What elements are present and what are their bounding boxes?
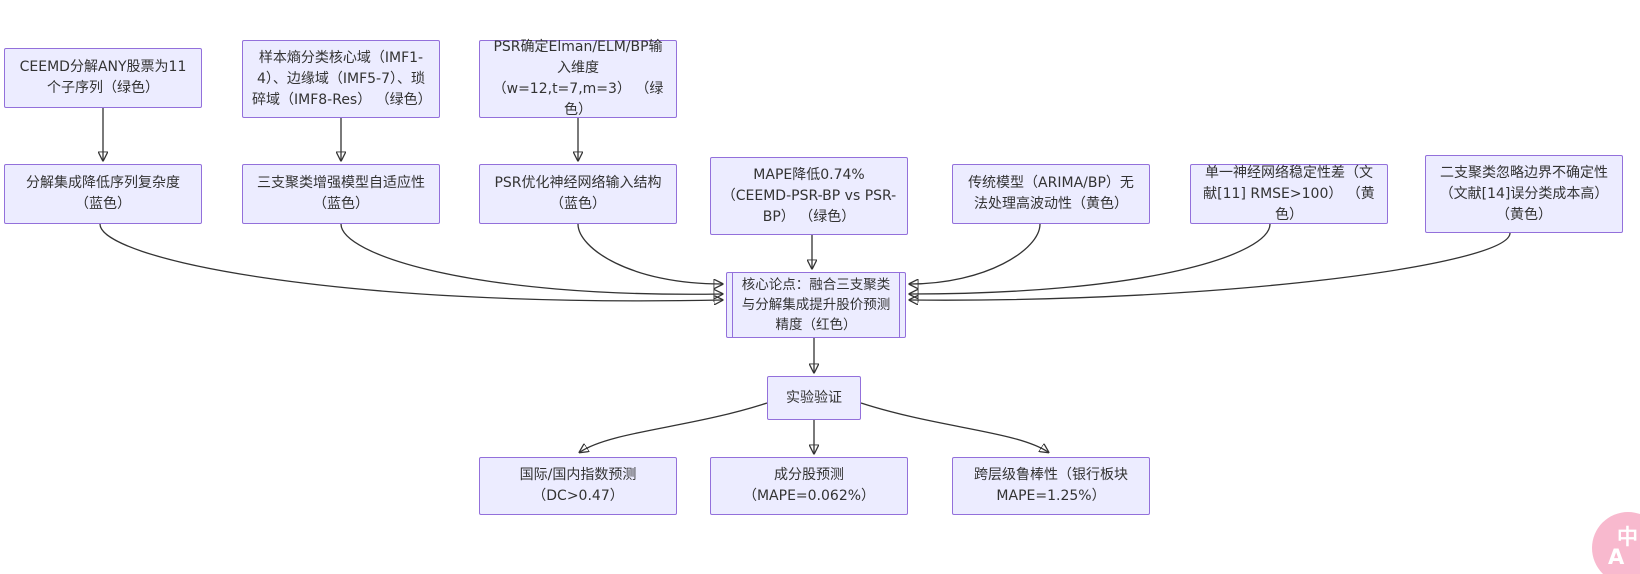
node-sample-entropy-classification: 样本熵分类核心域（IMF1-4）、边缘域（IMF5-7）、琐碎域（IMF8-Re… — [242, 40, 440, 118]
edge-f-to-k — [577, 223, 722, 284]
edge-e-to-k — [340, 223, 722, 294]
node-core-thesis: 核心论点：融合三支聚类与分解集成提升股价预测精度（红色） — [726, 272, 906, 338]
node-constituent-stock-prediction: 成分股预测（MAPE=0.062%） — [710, 457, 908, 515]
node-three-way-clustering-adaptivity: 三支聚类增强模型自适应性（蓝色） — [242, 164, 440, 224]
node-psr-input-dimension: PSR确定Elman/ELM/BP输入维度（w=12,t=7,m=3） （绿色） — [479, 39, 677, 118]
translate-badge-glyph-zh: 中 — [1617, 525, 1638, 550]
node-traditional-model-limitation: 传统模型（ARIMA/BP）无法处理高波动性（黄色） — [952, 164, 1150, 224]
node-single-network-instability: 单一神经网络稳定性差（文献[11] RMSE>100） （黄色） — [1190, 164, 1388, 224]
node-experimental-validation: 实验验证 — [767, 376, 861, 420]
node-cross-level-robustness: 跨层级鲁棒性（银行板块 MAPE=1.25%） — [952, 457, 1150, 515]
translate-badge-glyph-en: A — [1608, 545, 1625, 569]
edge-l-to-o — [860, 402, 1048, 452]
node-ceemd-decomposition: CEEMD分解ANY股票为11个子序列（绿色） — [4, 48, 202, 108]
node-decomposition-reduces-complexity: 分解集成降低序列复杂度（蓝色） — [4, 164, 202, 224]
node-psr-optimizes-input-structure: PSR优化神经网络输入结构（蓝色） — [479, 164, 677, 224]
translate-float-button-icon[interactable]: 中 A — [1592, 512, 1640, 574]
edge-j-to-k — [910, 232, 1511, 300]
edge-l-to-m — [580, 402, 768, 452]
node-index-prediction: 国际/国内指数预测（DC>0.47） — [479, 457, 677, 515]
node-two-way-clustering-limitation: 二支聚类忽略边界不确定性（文献[14]误分类成本高）（黄色） — [1425, 155, 1623, 233]
node-mape-reduction: MAPE降低0.74%（CEEMD-PSR-BP vs PSR-BP） （绿色） — [710, 157, 908, 235]
edge-h-to-k — [910, 223, 1041, 284]
edge-d-to-k — [99, 223, 722, 301]
edge-i-to-k — [910, 223, 1271, 294]
